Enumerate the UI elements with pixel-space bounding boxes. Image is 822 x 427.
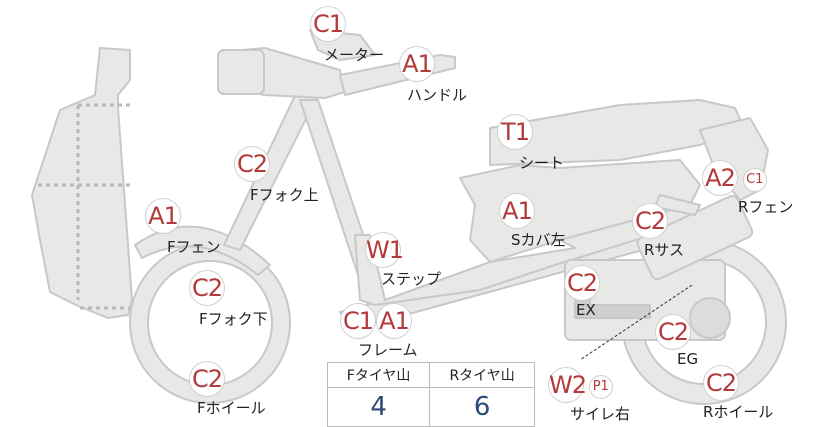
part-side-cover-left: A1 Sカバ左 (499, 193, 566, 250)
part-fork-upper: C2 Fフォク上 (234, 146, 319, 205)
part-label: ハンドル (407, 86, 468, 104)
part-label: Fホイール (197, 399, 266, 417)
part-label: Fフォク下 (199, 310, 268, 328)
part-label: Sカバ左 (511, 231, 566, 249)
part-step: W1 ステップ (365, 232, 441, 289)
part-label: サイレ右 (570, 405, 631, 423)
part-label: Fフェン (167, 238, 221, 256)
part-label: メーター (324, 46, 385, 64)
part-rear-wheel: C2 Rホイール (703, 365, 773, 422)
damage-badge: W2 (548, 367, 587, 403)
part-meter: C1 メーター (310, 6, 384, 65)
damage-badge: A1 (399, 46, 435, 82)
part-handle: A1 ハンドル (399, 46, 467, 105)
part-exhaust: C2 EX (564, 265, 600, 319)
part-label: Fフォク上 (250, 186, 319, 204)
damage-badge: C1 (310, 6, 346, 42)
damage-badge: C2 (234, 146, 270, 182)
damage-badge: A1 (145, 198, 181, 234)
damage-badge: C2 (189, 361, 225, 397)
damage-badge-secondary: C1 (742, 168, 767, 192)
part-side-right: W2 P1 サイレ右 (548, 367, 630, 424)
part-seat: T1 シート (497, 114, 564, 173)
part-label: フレーム (358, 341, 418, 359)
damage-badge: C2 (632, 203, 668, 239)
part-label: EX (576, 301, 596, 319)
part-label: EG (677, 350, 699, 368)
tire-tread-table: Fタイヤ山 Rタイヤ山 4 6 (326, 362, 535, 427)
part-front-wheel: C2 Fホイール (189, 361, 266, 418)
part-front-fender: A1 Fフェン (145, 198, 221, 257)
damage-badge: W1 (365, 232, 404, 268)
damage-badge-secondary: P1 (588, 375, 613, 399)
damage-badge: C2 (655, 314, 691, 350)
damage-badge: T1 (497, 114, 533, 150)
rear-sus-shape (636, 194, 754, 281)
part-label: シート (519, 154, 565, 172)
part-label: Rサス (644, 241, 685, 259)
part-engine: C2 EG (655, 314, 698, 368)
part-fork-lower: C2 Fフォク下 (189, 270, 268, 329)
part-rear-fender: A2 C1 Rフェン (702, 160, 793, 217)
damage-badge: C1 (340, 303, 376, 339)
damage-badge: C2 (564, 265, 600, 301)
leg-shield (31, 47, 133, 319)
rear-tread-header: Rタイヤ山 (429, 362, 535, 388)
part-rear-suspension: C2 Rサス (632, 203, 684, 260)
part-label: ステップ (381, 270, 442, 288)
front-tread-value: 4 (326, 387, 431, 427)
rear-tread-value: 6 (429, 387, 535, 427)
part-label: Rフェン (738, 198, 794, 216)
damage-badge-secondary: A1 (376, 303, 412, 339)
damage-badge: C2 (189, 270, 225, 306)
front-tread-header: Fタイヤ山 (326, 362, 431, 388)
damage-badge: A1 (499, 193, 535, 229)
damage-badge: C2 (703, 365, 739, 401)
damage-badge: A2 (702, 160, 738, 196)
part-label: Rホイール (703, 403, 774, 421)
